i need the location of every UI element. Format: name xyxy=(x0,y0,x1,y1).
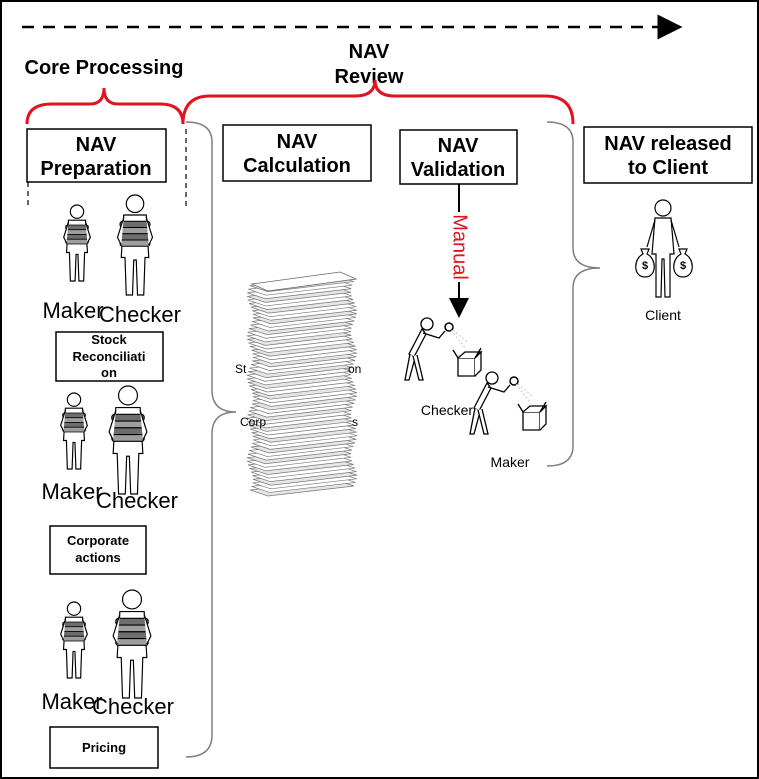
nav-calculation-line1: NAV xyxy=(277,131,318,153)
nav-review-title-line1: NAV xyxy=(349,41,390,63)
svg-text:$: $ xyxy=(680,260,686,272)
maker-inspector-figure xyxy=(469,371,548,435)
pricing-box xyxy=(49,726,159,769)
nav-validation-line2: Validation xyxy=(411,159,505,181)
maker-figure xyxy=(60,601,88,679)
nav-validation-line1: NAV xyxy=(438,135,479,157)
nav-released-box xyxy=(583,126,753,184)
checker-figure xyxy=(116,194,154,296)
maker-label: Maker xyxy=(41,689,102,714)
svg-text:$: $ xyxy=(642,260,648,272)
stock-reconciliation-line2: Reconciliati xyxy=(73,349,146,364)
stack-label-stock-end: on xyxy=(348,362,361,376)
core-processing-title: Core Processing xyxy=(25,57,184,79)
nav-calculation-box xyxy=(222,124,372,182)
pricing-label: Pricing xyxy=(82,740,126,755)
nav-preparation-line1: NAV xyxy=(76,134,117,156)
stack-label-corporate-end: s xyxy=(352,415,358,429)
checker-label: Checker xyxy=(99,302,181,327)
nav-preparation-box xyxy=(26,128,167,183)
maker-label: Maker xyxy=(42,298,103,323)
maker-label: Maker xyxy=(41,479,102,504)
stock-reconciliation-line3: on xyxy=(101,365,117,380)
maker-label: Maker xyxy=(491,454,530,470)
nav-released-line2: to Client xyxy=(628,157,708,179)
manual-label: Manual xyxy=(449,214,471,280)
stack-label-stock-start: St xyxy=(235,362,247,376)
corporate-actions-line1: Corporate xyxy=(67,533,129,548)
checker-label: Checker xyxy=(96,488,178,513)
nav-calculation-line2: Calculation xyxy=(243,155,351,177)
nav-review-title-line2: Review xyxy=(335,66,404,88)
corporate-actions-line2: actions xyxy=(75,550,121,565)
preparation-brace xyxy=(185,121,237,758)
checker-label: Checker xyxy=(421,402,473,418)
nav-preparation-line2: Preparation xyxy=(40,158,151,180)
nav-review-bracket xyxy=(181,79,575,125)
corporate-actions-box xyxy=(49,525,147,575)
checker-figure xyxy=(108,385,148,495)
checker-inspector-figure xyxy=(404,317,483,381)
maker-figure xyxy=(63,204,91,282)
client-figure: $$ xyxy=(635,199,693,298)
stock-reconciliation-box xyxy=(55,331,164,382)
checker-figure xyxy=(112,589,152,699)
core-processing-bracket xyxy=(25,87,185,125)
nav-released-line1: NAV released xyxy=(604,133,731,155)
stack-label-corporate-start: Corp xyxy=(240,415,266,429)
review-brace xyxy=(546,121,601,467)
client-label: Client xyxy=(645,307,681,323)
checker-label: Checker xyxy=(92,694,174,719)
stock-reconciliation-line1: Stock xyxy=(91,332,127,347)
maker-figure xyxy=(60,392,88,470)
